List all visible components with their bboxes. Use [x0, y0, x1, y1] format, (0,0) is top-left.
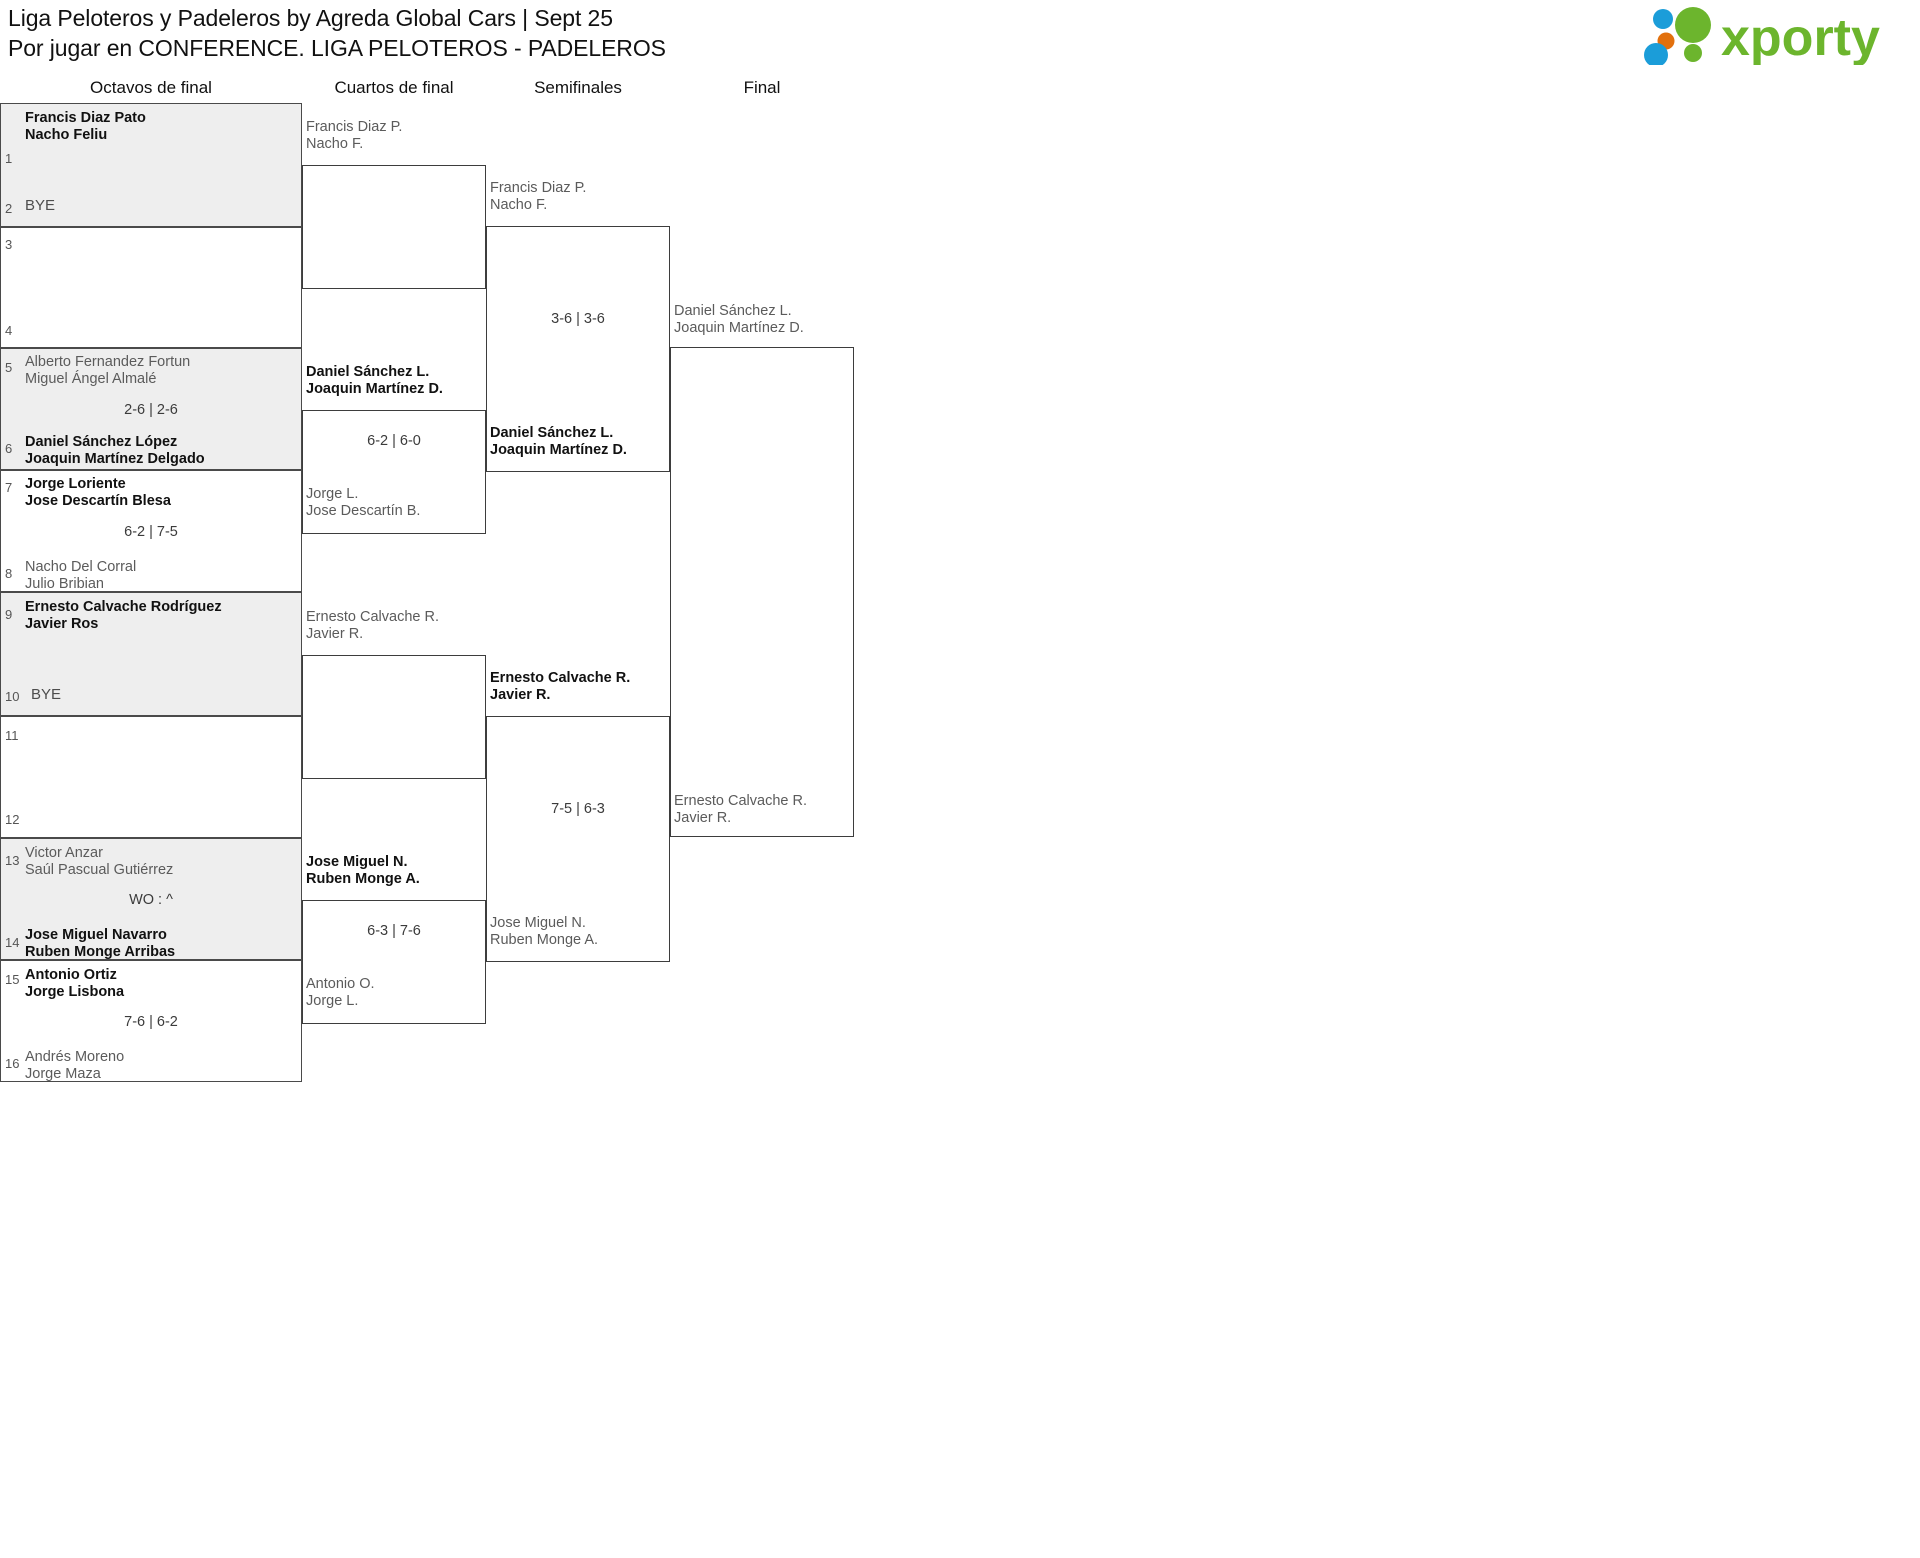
tournament-title-line-1: Liga Peloteros y Padeleros by Agreda Glo…: [8, 5, 613, 31]
r1-team-13: Victor Anzar Saúl Pascual Gutiérrez: [25, 845, 174, 878]
r1-team-16: Andrés Moreno Jorge Maza: [25, 1049, 125, 1082]
r1-team-8: Nacho Del Corral Julio Bribian: [25, 559, 137, 592]
r1-score-3: 2-6 | 2-6: [124, 402, 178, 418]
r1-seed-3: 3: [5, 237, 13, 252]
r2-team-7: Jose Miguel N. Ruben Monge A.: [306, 854, 420, 887]
r1-match-3[interactable]: 5 Alberto Fernandez Fortun Miguel Ángel …: [0, 348, 302, 470]
r2-team-1: Francis Diaz P. Nacho F.: [306, 119, 403, 152]
r1-seed-8: 8: [5, 566, 13, 581]
r1-team-1: Francis Diaz Pato Nacho Feliu: [25, 110, 146, 143]
r1-score-4: 6-2 | 7-5: [124, 524, 178, 540]
page-title: Liga Peloteros y Padeleros by Agreda Glo…: [8, 4, 666, 64]
r2-score-4: 6-3 | 7-6: [367, 923, 421, 939]
r1-seed-6: 6: [5, 441, 13, 456]
r1-score-7: WO : ^: [129, 892, 173, 908]
r1-match-2[interactable]: 3 4: [0, 227, 302, 348]
round-header-octavos: Octavos de final: [90, 78, 212, 97]
logo-dot-blue-top: [1653, 9, 1673, 29]
round-header-semifinales: Semifinales: [534, 78, 622, 97]
r2-team-8: Antonio O. Jorge L.: [306, 976, 375, 1009]
page-header: Liga Peloteros y Padeleros by Agreda Glo…: [0, 0, 1920, 72]
r2-connector-4[interactable]: [302, 900, 486, 1024]
r1-seed-9: 9: [5, 607, 13, 622]
tournament-subtitle-line-2: Por jugar en CONFERENCE. LIGA PELOTEROS …: [8, 34, 666, 61]
r3-connector-1[interactable]: [486, 226, 670, 472]
r2-score-2: 6-2 | 6-0: [367, 433, 421, 449]
r1-team-10: BYE: [31, 686, 62, 703]
r4-team-1: Daniel Sánchez L. Joaquin Martínez D.: [674, 303, 804, 336]
r1-seed-11: 11: [5, 728, 19, 743]
logo-dot-green-large: [1675, 7, 1711, 43]
r1-team-2: BYE: [25, 197, 56, 214]
r2-team-4: Jorge L. Jose Descartín B.: [306, 486, 421, 519]
r3-score-2: 7-5 | 6-3: [551, 801, 605, 817]
r4-connector-final[interactable]: [670, 347, 854, 837]
r1-seed-16: 16: [5, 1056, 20, 1071]
xporty-logo[interactable]: xporty: [1635, 3, 1910, 65]
r1-team-14: Jose Miguel Navarro Ruben Monge Arribas: [25, 927, 176, 960]
r1-match-6[interactable]: 11 12: [0, 716, 302, 838]
r4-team-2: Ernesto Calvache R. Javier R.: [674, 793, 807, 826]
r1-match-1[interactable]: 1 Francis Diaz Pato Nacho Feliu 2 BYE: [0, 103, 302, 227]
r1-team-15: Antonio Ortiz Jorge Lisbona: [25, 967, 125, 1000]
r2-team-5: Ernesto Calvache R. Javier R.: [306, 609, 439, 642]
r2-connector-3[interactable]: [302, 655, 486, 779]
r1-seed-14: 14: [5, 935, 20, 950]
r2-team-3: Daniel Sánchez L. Joaquin Martínez D.: [306, 364, 443, 397]
r1-team-6: Daniel Sánchez López Joaquin Martínez De…: [25, 434, 205, 467]
r1-team-5: Alberto Fernandez Fortun Miguel Ángel Al…: [25, 354, 191, 387]
r1-team-9: Ernesto Calvache Rodríguez Javier Ros: [25, 599, 222, 632]
r1-seed-10: 10: [5, 689, 20, 704]
r1-seed-13: 13: [5, 853, 20, 868]
r3-team-4: Jose Miguel N. Ruben Monge A.: [490, 915, 599, 948]
r2-connector-2[interactable]: [302, 410, 486, 534]
r1-match-7[interactable]: 13 Victor Anzar Saúl Pascual Gutiérrez 1…: [0, 838, 302, 960]
logo-dot-blue-bottom: [1644, 43, 1668, 65]
r3-team-1: Francis Diaz P. Nacho F.: [490, 180, 587, 213]
r3-score-1: 3-6 | 3-6: [551, 311, 605, 327]
r1-team-7: Jorge Loriente Jose Descartín Blesa: [25, 476, 171, 509]
r3-team-2: Daniel Sánchez L. Joaquin Martínez D.: [490, 425, 627, 458]
r2-connector-1[interactable]: [302, 165, 486, 289]
logo-wordmark: xporty: [1721, 9, 1880, 65]
r1-seed-15: 15: [5, 972, 20, 987]
r1-score-8: 7-6 | 6-2: [124, 1014, 178, 1030]
r1-match-8[interactable]: 15 Antonio Ortiz Jorge Lisbona 16 Andrés…: [0, 960, 302, 1082]
r1-seed-7: 7: [5, 480, 13, 495]
r1-seed-12: 12: [5, 812, 20, 827]
r1-seed-5: 5: [5, 360, 13, 375]
round-header-final: Final: [743, 78, 781, 97]
r1-seed-2: 2: [5, 201, 13, 216]
r3-connector-2[interactable]: [486, 716, 670, 962]
round-header-cuartos: Cuartos de final: [334, 78, 454, 97]
logo-dot-green-small: [1684, 44, 1702, 62]
r1-match-5[interactable]: 9 Ernesto Calvache Rodríguez Javier Ros …: [0, 592, 302, 716]
r1-seed-1: 1: [5, 151, 13, 166]
r3-team-3: Ernesto Calvache R. Javier R.: [490, 670, 631, 703]
r1-seed-4: 4: [5, 323, 13, 338]
r1-match-4[interactable]: 7 Jorge Loriente Jose Descartín Blesa 8 …: [0, 470, 302, 592]
